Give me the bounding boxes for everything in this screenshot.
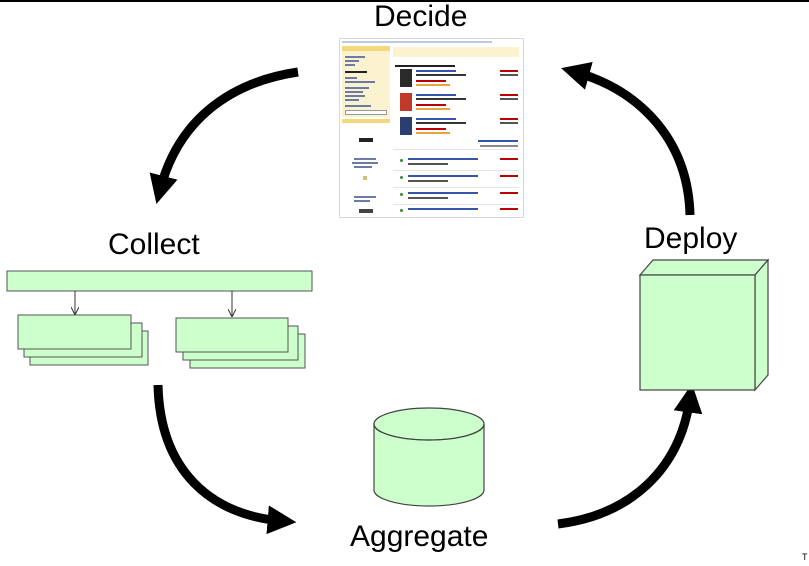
- thumb-row-separator: [393, 187, 519, 188]
- thumb-bullet-icon: [400, 176, 403, 179]
- thumb-row-separator: [393, 204, 519, 205]
- collect-header-bar: [6, 270, 313, 292]
- thumb-sidebar-line: [345, 95, 365, 97]
- thumb-sidebar-line: [345, 71, 367, 73]
- thumb-sort-line: [480, 145, 518, 147]
- thumb-price-line: [500, 70, 518, 72]
- thumb-sidebar-line: [345, 99, 359, 101]
- thumb-cover-image: [400, 93, 412, 111]
- thumb-text-line: [408, 208, 478, 210]
- thumb-product-image: [363, 176, 367, 180]
- thumb-price-line: [500, 192, 518, 194]
- thumb-price-line: [500, 118, 518, 120]
- thumb-heading-line: [395, 65, 455, 67]
- thumb-sidebar-line: [352, 162, 378, 164]
- thumb-cover-image: [400, 117, 412, 135]
- thumb-text-line: [416, 74, 466, 76]
- thumb-sidebar-line: [345, 91, 363, 93]
- thumb-text-line: [416, 118, 456, 120]
- thumb-text-line: [416, 80, 446, 82]
- top-border-line: [0, 0, 809, 2]
- thumb-cover-image: [400, 69, 412, 87]
- thumb-breadcrumb: [342, 41, 492, 43]
- thumb-sidebar-line: [354, 196, 376, 198]
- collect-label: Collect: [108, 228, 200, 261]
- thumb-row-separator: [393, 149, 519, 150]
- cube-box-icon: [638, 258, 770, 392]
- thumb-row-separator: [393, 170, 519, 171]
- arrow-collect-to-aggregate: [153, 384, 297, 535]
- thumb-link-line: [478, 140, 518, 142]
- thumb-text-line: [416, 84, 450, 86]
- thumb-text-line: [408, 158, 478, 160]
- thumb-price-line: [500, 175, 518, 177]
- thumb-sidebar-line: [345, 81, 375, 83]
- thumb-text-line: [416, 104, 446, 106]
- thumb-bullet-icon: [400, 159, 403, 162]
- thumb-text-line: [416, 98, 466, 100]
- data-card: [17, 314, 132, 350]
- thumb-text-line: [416, 108, 450, 110]
- thumb-text-line: [408, 192, 478, 194]
- thumb-filter-bar: [393, 47, 519, 57]
- thumb-text-line: [416, 128, 446, 130]
- thumb-sidebar-line: [345, 87, 369, 89]
- thumb-search-box: [345, 110, 387, 115]
- deploy-label: Deploy: [644, 222, 738, 255]
- thumb-text-line: [408, 163, 448, 165]
- thumb-sidebar-line: [345, 56, 365, 58]
- thumb-sidebar-line: [354, 200, 370, 202]
- thumb-text-line: [408, 180, 448, 182]
- thumb-sidebar-header: [342, 46, 390, 51]
- thumb-sidebar-line: [354, 158, 376, 160]
- thumb-price-line: [500, 158, 518, 160]
- arrow-deploy-to-decide: [561, 61, 695, 216]
- thumb-sidebar: [342, 46, 390, 213]
- thumb-price-line: [500, 208, 518, 210]
- corner-mark: T: [802, 552, 808, 562]
- thumb-text-line: [408, 197, 448, 199]
- thumb-sidebar-header: [342, 119, 390, 123]
- thumb-text-line: [416, 132, 450, 134]
- webpage-screenshot-thumbnail: [339, 38, 524, 218]
- thumb-sidebar-line: [345, 60, 359, 62]
- thumb-price-line: [500, 94, 518, 96]
- thumb-price-line: [500, 98, 518, 100]
- arrow-decide-to-collect: [149, 67, 299, 204]
- thumb-text-line: [408, 175, 478, 177]
- arrow-aggregate-to-deploy: [557, 383, 703, 529]
- thumb-price-line: [500, 122, 518, 124]
- decide-label: Decide: [374, 0, 468, 33]
- thumb-price-line: [500, 74, 518, 76]
- thumb-sidebar-line: [345, 64, 355, 66]
- thumb-product-image: [359, 138, 373, 142]
- cylinder-database-icon: [373, 407, 485, 507]
- aggregate-label: Aggregate: [350, 520, 489, 553]
- thumb-sidebar-line: [354, 166, 372, 168]
- thumb-bullet-icon: [400, 193, 403, 196]
- thumb-sidebar-line: [345, 105, 371, 107]
- thumb-product-image: [359, 209, 373, 213]
- thumb-text-line: [416, 70, 456, 72]
- thumb-text-line: [416, 94, 456, 96]
- thumb-sidebar-line: [345, 77, 357, 79]
- thumb-text-line: [416, 122, 466, 124]
- thumb-bullet-icon: [400, 209, 403, 212]
- data-card: [175, 317, 289, 353]
